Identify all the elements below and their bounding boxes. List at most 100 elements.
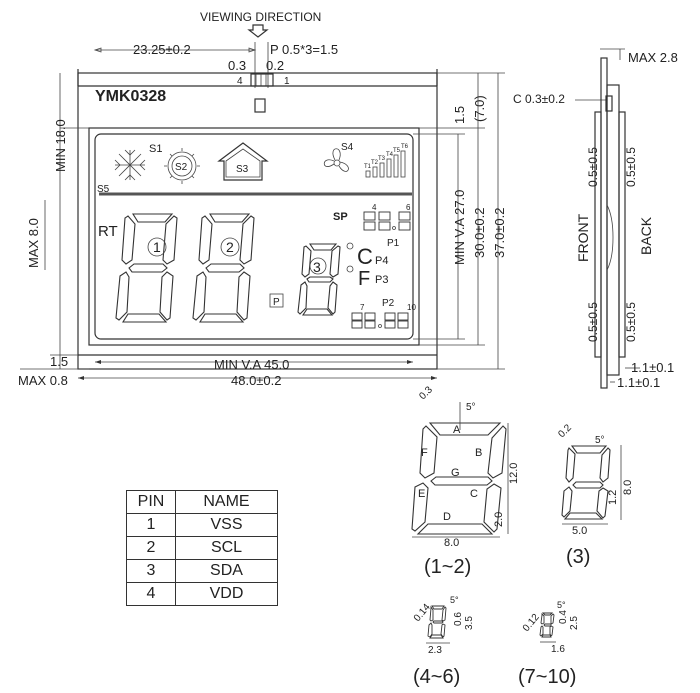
- digit-2-label: 2: [226, 239, 234, 255]
- small710-dim-angle: 5°: [557, 600, 566, 610]
- mid-dim-1-2: 1.2: [607, 490, 619, 505]
- seg-f-label: F: [421, 447, 428, 459]
- digit-3: [297, 243, 341, 316]
- digit-detail-1-2: [411, 422, 507, 535]
- p4-label: P4: [375, 255, 388, 267]
- s3-label: S3: [236, 164, 249, 175]
- side-dim-0-5-a: 0.5±0.5: [586, 147, 600, 187]
- house-icon: [217, 142, 269, 181]
- name-cell: SDA: [175, 559, 278, 583]
- back-label: BACK: [638, 216, 654, 255]
- dim-c-0-3: C 0.3±0.2: [513, 92, 565, 106]
- digit-detail-7-10: [539, 612, 555, 638]
- pin-header: PIN: [126, 490, 176, 514]
- side-dim-0-5-c: 0.5±0.5: [586, 302, 600, 342]
- num-4-label: 4: [372, 203, 377, 212]
- p3-label: P3: [375, 274, 388, 286]
- seg-c-label: C: [470, 488, 478, 500]
- mid-dim-0-2: 0.2: [556, 422, 574, 440]
- small710-dim-0-4: 0.4: [558, 610, 569, 624]
- seg-e-label: E: [418, 488, 425, 500]
- sp-label: SP: [333, 211, 348, 223]
- table-row: 2 SCL: [126, 536, 278, 560]
- num-6-label: 6: [406, 203, 411, 212]
- small710-dim-1-6: 1.6: [551, 644, 565, 655]
- s2-label: S2: [175, 162, 188, 173]
- seg-b-label: B: [475, 447, 482, 459]
- mid-dim-angle: 5°: [595, 435, 605, 446]
- module-outline: [77, 72, 438, 370]
- pin-cell: 3: [126, 559, 176, 583]
- name-header: NAME: [175, 490, 278, 514]
- dim-pin-02: 0.2: [266, 58, 284, 73]
- t5-label: T5: [393, 148, 401, 154]
- t2-label: T2: [371, 160, 379, 166]
- seg-g-label: G: [451, 467, 460, 479]
- caption-3: (3): [566, 546, 590, 568]
- p2-label: P2: [382, 298, 395, 309]
- big-dim-2: 2.0: [493, 512, 505, 527]
- big-dim-8: 8.0: [444, 537, 459, 549]
- t4-label: T4: [386, 152, 394, 158]
- viewing-direction-label: VIEWING DIRECTION: [200, 10, 321, 24]
- dim-37: 37.0±0.2: [492, 207, 507, 258]
- p1-label: P1: [387, 238, 400, 249]
- s1-label: S1: [149, 143, 162, 155]
- dim-width-top: 23.25±0.2: [133, 42, 191, 57]
- dim-pin-pitch: P 0.5*3=1.5: [270, 42, 338, 57]
- s4-label: S4: [341, 142, 354, 153]
- seg-a-label: A: [453, 424, 461, 436]
- dim-min-va-27: MIN V.A 27.0: [452, 190, 467, 265]
- side-view: [594, 57, 626, 389]
- digits-7-10: [351, 312, 409, 329]
- fahrenheit-label: F: [358, 268, 370, 290]
- dim-max-0-8: MAX 0.8: [18, 373, 68, 388]
- digit-1-label: 1: [153, 239, 161, 255]
- front-label: FRONT: [575, 213, 591, 262]
- dim-max-8: MAX 8.0: [26, 218, 41, 268]
- signal-bars: [365, 150, 406, 178]
- lcd-viewing-area: [94, 133, 414, 340]
- pin-4-label: 4: [237, 76, 243, 87]
- dim-min-18: MIN 18.0: [53, 119, 68, 172]
- dim-1-5-right: 1.5: [452, 106, 467, 124]
- name-cell: SCL: [175, 536, 278, 560]
- caption-7-10: (7~10): [518, 666, 576, 688]
- big-dim-0-3: 0.3: [417, 384, 435, 402]
- small710-dim-0-12: 0.12: [521, 612, 542, 634]
- small46-dim-angle: 5°: [450, 595, 459, 605]
- dim-1-5-left: 1.5: [50, 354, 68, 369]
- snowflake-icon: [114, 149, 146, 181]
- digit-3-label: 3: [313, 259, 321, 275]
- digits-4-6: [363, 211, 411, 231]
- table-row: 3 SDA: [126, 559, 278, 583]
- pin-cell: 4: [126, 582, 176, 606]
- table-row: 1 VSS: [126, 513, 278, 537]
- small46-dim-3-5: 3.5: [464, 616, 475, 630]
- connector-pins: [250, 73, 274, 87]
- side-dim-0-5-b: 0.5±0.5: [624, 147, 638, 187]
- pin-cell: 1: [126, 513, 176, 537]
- big-dim-angle: 5°: [466, 402, 476, 413]
- celsius-label: C: [357, 244, 373, 269]
- big-dim-12: 12.0: [508, 463, 520, 484]
- dim-30: 30.0±0.2: [472, 207, 487, 258]
- caption-4-6: (4~6): [413, 666, 460, 688]
- digit-1: [115, 213, 178, 323]
- model-name: YMK0328: [95, 88, 166, 105]
- num-7-label: 7: [360, 303, 365, 312]
- pin-cell: 2: [126, 536, 176, 560]
- num-10-label: 10: [407, 303, 416, 312]
- p-label: P: [273, 297, 280, 308]
- digit-detail-4-6: [427, 605, 447, 639]
- s5-label: S5: [97, 184, 110, 195]
- pin-1-label: 1: [284, 76, 290, 87]
- t3-label: T3: [378, 156, 386, 162]
- side-dim-1-1-b: 1.1±0.1: [617, 375, 660, 390]
- side-dim-1-1-a: 1.1±0.1: [631, 360, 674, 375]
- t1-label: T1: [364, 164, 372, 170]
- dim-7-0: (7.0): [472, 95, 487, 122]
- small46-dim-2-3: 2.3: [428, 645, 442, 656]
- name-cell: VDD: [175, 582, 278, 606]
